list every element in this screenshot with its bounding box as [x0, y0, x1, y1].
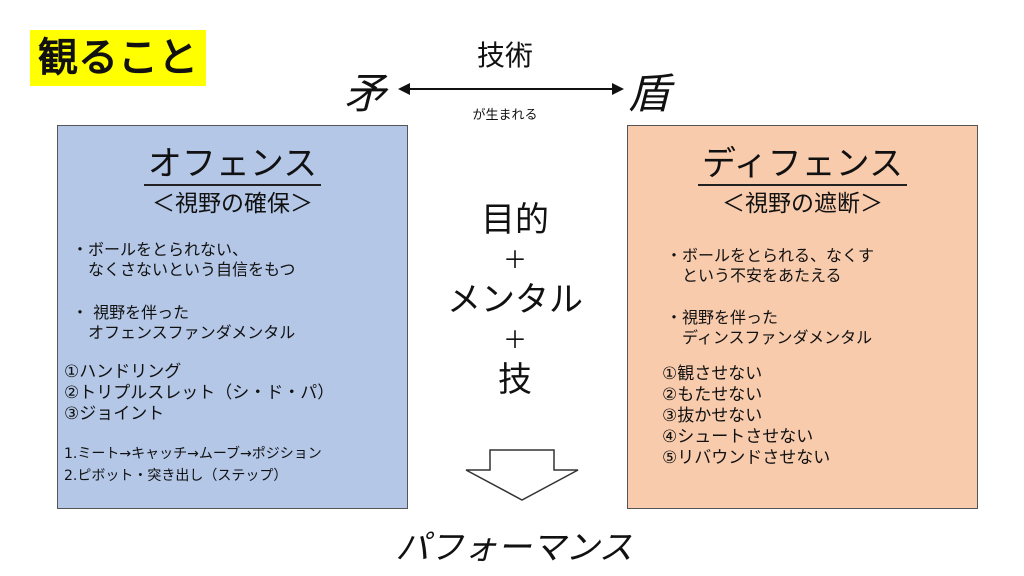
performance-label: パフォーマンス [395, 528, 633, 568]
offense-line-4: オフェンスファンダメンタル [72, 323, 296, 342]
offense-title: オフェンス [58, 136, 407, 186]
defense-circled-1: ①観させない [662, 364, 763, 384]
defense-panel: ディフェンス ＜視野の遮断＞ ・ボールをとられる、なくす という不安をあたえる … [627, 125, 978, 509]
defense-line-2: という不安をあたえる [666, 266, 842, 285]
defense-title: ディフェンス [628, 136, 977, 186]
defense-line-3: ・視野を伴った [666, 308, 779, 327]
center-plus-2: ＋ [503, 326, 527, 354]
center-word-skill: 技 [498, 360, 532, 400]
offense-circled-2: ②トリプルスレット（シ・ド・パ） [64, 383, 335, 403]
technique-sublabel: が生まれる [472, 108, 538, 123]
offense-circled-1: ①ハンドリング [64, 362, 182, 382]
contradiction-right: 盾 [628, 69, 671, 118]
double-arrow-icon [398, 83, 624, 95]
offense-line-2: なくさないという自信をもつ [72, 260, 296, 279]
defense-circled-2: ②もたせない [662, 385, 763, 405]
offense-step-1: 1.ミート→キャッチ→ムーブ→ポジション [64, 446, 322, 462]
title-badge: 観ること [30, 30, 206, 86]
defense-line-1: ・ボールをとられる、なくす [666, 246, 875, 265]
down-arrow-icon [465, 449, 579, 501]
defense-subtitle: ＜視野の遮断＞ [722, 191, 883, 217]
defense-circled-5: ⑤リバウンドさせない [662, 448, 831, 468]
offense-step-2: 2.ピボット・突き出し（ステップ） [64, 468, 288, 484]
defense-circled-4: ④シュートさせない [662, 427, 814, 447]
center-plus-1: ＋ [503, 246, 527, 274]
offense-line-3: ・ 視野を伴った [72, 303, 190, 322]
contradiction-left: 矛 [344, 69, 387, 118]
technique-label: 技術 [476, 39, 533, 72]
offense-subtitle: ＜視野の確保＞ [152, 191, 313, 217]
defense-circled-3: ③抜かせない [662, 406, 763, 426]
offense-line-1: ・ボールをとられない、 [72, 240, 249, 259]
defense-line-4: ディンスファンダメンタル [666, 328, 873, 347]
offense-panel: オフェンス ＜視野の確保＞ ・ボールをとられない、 なくさないという自信をもつ … [57, 125, 408, 509]
offense-circled-3: ③ジョイント [64, 404, 165, 424]
center-formula: 目的 ＋ メンタル ＋ 技 [420, 198, 610, 402]
center-word-mental: メンタル [447, 280, 583, 320]
center-word-purpose: 目的 [481, 200, 549, 240]
